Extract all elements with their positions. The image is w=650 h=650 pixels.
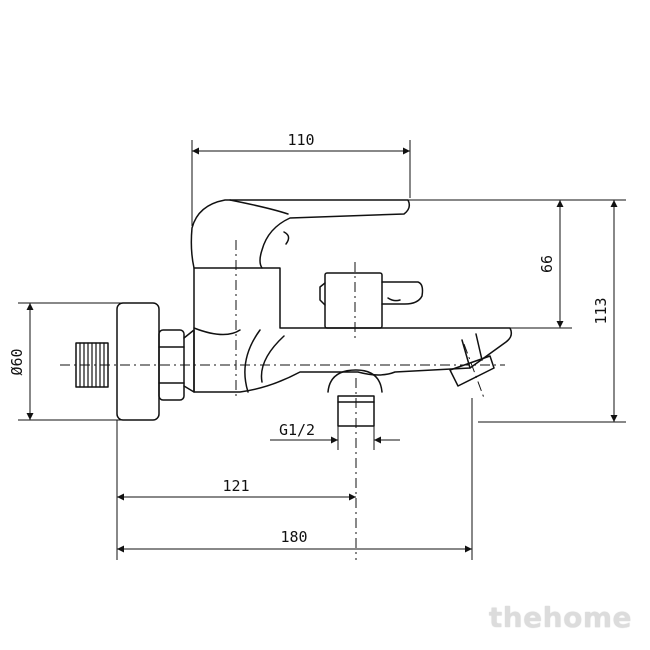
wall-flange [116,302,160,421]
dim-60-label: Ø60 [8,348,26,375]
diverter-knob [324,272,383,329]
shower-connector [327,369,383,393]
dim-110-label: 110 [287,131,314,149]
dim-g12-label: G1/2 [279,421,315,439]
dim-113-label: 113 [592,297,610,324]
faucet-body [193,267,513,393]
dim-66-label: 66 [538,255,556,273]
diverter-lever [381,281,424,305]
dim-121-label: 121 [222,477,249,495]
centerline-spout [463,343,485,399]
watermark-logo: thehome [488,601,632,634]
lever-handle [190,199,411,269]
body-connector [183,329,195,393]
spout-outlet [449,355,495,387]
dim-180-label: 180 [280,528,307,546]
